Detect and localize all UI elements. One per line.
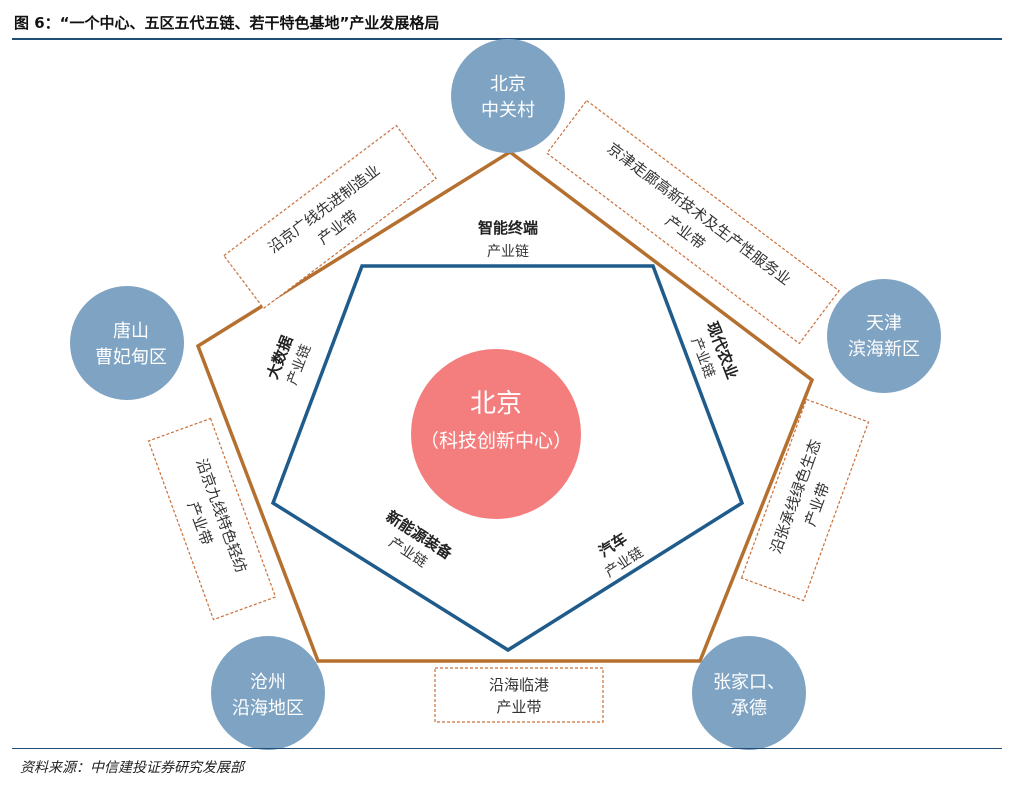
chain-automobile: 汽车 产业链: [595, 529, 646, 580]
svg-text:北京: 北京: [490, 74, 526, 95]
svg-text:智能终端: 智能终端: [478, 219, 538, 237]
chain-modern-agriculture: 现代农业 产业链: [688, 319, 742, 381]
svg-text:唐山: 唐山: [113, 321, 149, 342]
svg-text:沧州: 沧州: [250, 672, 286, 693]
svg-text:曹妃甸区: 曹妃甸区: [95, 347, 167, 368]
node-zhangjiakou-chengde: 张家口、 承德: [692, 636, 806, 750]
center-node: 北京 （科技创新中心）: [411, 349, 581, 519]
svg-text:张家口、: 张家口、: [713, 672, 785, 693]
svg-text:产业链: 产业链: [487, 244, 529, 260]
belt-zhangcheng-green: 沿张承线绿色生态 产业带: [740, 398, 870, 602]
svg-text:滨海新区: 滨海新区: [848, 339, 920, 360]
node-beijing-zhongguancun: 北京 中关村: [451, 39, 565, 153]
node-tianjin-binhai: 天津 滨海新区: [827, 279, 941, 393]
figure-title: 图 6：“一个中心、五区五代五链、若干特色基地”产业发展格局: [14, 14, 440, 32]
center-subtitle: （科技创新中心）: [420, 430, 572, 452]
svg-text:承德: 承德: [731, 698, 767, 719]
svg-text:沿海地区: 沿海地区: [232, 698, 304, 719]
belt-coastal-port: 沿海临港 产业带: [434, 667, 604, 723]
node-cangzhou-coastal: 沧州 沿海地区: [211, 636, 325, 750]
svg-text:产业带: 产业带: [496, 698, 541, 716]
chain-new-energy-equipment: 新能源装备 产业链: [383, 507, 457, 571]
bottom-rule: [12, 748, 1002, 749]
chain-smart-terminal: 智能终端 产业链: [478, 219, 538, 260]
node-tangshan-caofeidian: 唐山 曹妃甸区: [70, 286, 184, 400]
top-rule: [12, 38, 1002, 40]
svg-text:天津: 天津: [866, 313, 902, 334]
source-note: 资料来源：中信建投证券研究发展部: [20, 760, 244, 776]
outer-pentagon: [195, 149, 815, 663]
chain-big-data: 大数据 产业链: [263, 333, 314, 387]
svg-text:中关村: 中关村: [481, 100, 535, 121]
inner-pentagon: [270, 264, 745, 653]
belt-jingjin-corridor: 京津走廊高新技术及生产性服务业 产业带: [546, 99, 840, 345]
belt-jingjiu-textile: 沿京九线特色轻纺 产业带: [147, 417, 277, 621]
svg-text:沿海临港: 沿海临港: [489, 676, 549, 694]
center-title: 北京: [470, 389, 522, 419]
